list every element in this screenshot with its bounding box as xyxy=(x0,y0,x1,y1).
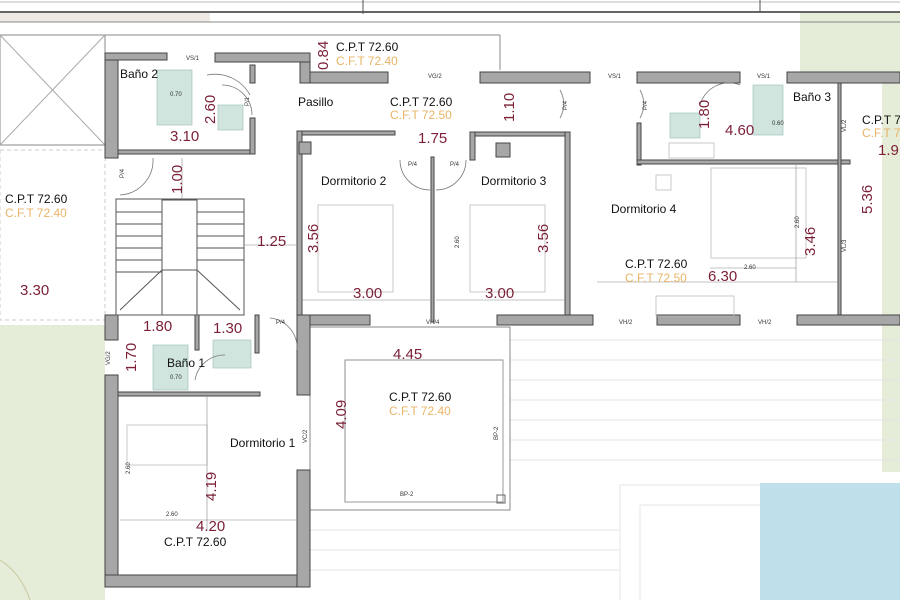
room-label-dormitorio-1: Dormitorio 1 xyxy=(230,436,296,450)
opening-code: P/4 xyxy=(563,100,569,110)
room-label-bano-3: Baño 3 xyxy=(793,90,832,104)
deck-lines xyxy=(310,339,900,600)
dimension: 2.60 xyxy=(202,94,219,124)
furniture xyxy=(126,142,807,466)
room-label-dormitorio-4: Dormitorio 4 xyxy=(611,202,677,216)
room-label-pasillo: Pasillo xyxy=(298,95,334,109)
opening-code: BP-2 xyxy=(400,492,414,498)
level-cpt: C.P.T 72.60 xyxy=(164,535,227,549)
dimension: 4.45 xyxy=(393,346,423,363)
opening-code: P/1 xyxy=(245,96,251,106)
opening-code: VH/2 xyxy=(758,320,772,326)
level-cpt: C.P.T 72.60 xyxy=(5,192,68,206)
level-cft: C.F.T 72.40 xyxy=(336,54,398,68)
level-cpt: C.P.T 72.60 xyxy=(390,95,453,109)
dimension: 3.00 xyxy=(485,285,515,302)
level-cpt: C.P.T 72.60 xyxy=(389,390,452,404)
beige-strip xyxy=(0,13,210,22)
opening-code: VG/2 xyxy=(106,351,112,365)
garden-area-top-right xyxy=(800,12,900,72)
opening-code: VC/2 xyxy=(303,429,309,443)
opening-code: VS/1 xyxy=(186,56,200,62)
garden-strip-right xyxy=(882,72,900,472)
door-swings xyxy=(119,73,741,381)
opening-code: P/4 xyxy=(276,320,286,326)
level-cpt: C.P.T 7 xyxy=(862,113,900,127)
opening-code: P/4 xyxy=(408,162,418,168)
dimension: 3.56 xyxy=(535,223,552,253)
dimension: 1.30 xyxy=(213,320,243,337)
garden-area-left xyxy=(0,325,105,600)
dimension: 1.10 xyxy=(501,92,518,122)
pool xyxy=(760,483,900,600)
level-cpt: C.P.T 72.60 xyxy=(336,40,399,54)
small-dimension: 0.70 xyxy=(170,375,182,381)
level-cft: C.F.T 72.50 xyxy=(625,271,687,285)
room-label-bano-1: Baño 1 xyxy=(167,356,206,370)
opening-code: VH/2 xyxy=(619,320,633,326)
dimension: 1.80 xyxy=(696,99,713,129)
opening-code: VH/4 xyxy=(426,320,440,326)
small-dimension: 2.60 xyxy=(795,216,801,228)
level-cft: C.F.T 72.40 xyxy=(5,206,67,220)
small-dimension: 0.60 xyxy=(772,121,784,127)
dimension: 4.20 xyxy=(196,518,226,535)
dimension: 3.00 xyxy=(353,285,383,302)
small-dimension: 0.70 xyxy=(170,92,182,98)
opening-code: VS/1 xyxy=(757,74,771,80)
dimension: 1.25 xyxy=(257,233,287,250)
dimension: 4.19 xyxy=(203,471,220,501)
dimension: 1.70 xyxy=(123,342,140,372)
opening-code: BP-2 xyxy=(494,426,500,440)
opening-code: VS/1 xyxy=(608,74,622,80)
garden-curve xyxy=(0,559,31,600)
dimension: 3.30 xyxy=(20,282,50,299)
small-dimension: 2.60 xyxy=(455,236,461,248)
level-cft: C.F.T 72.50 xyxy=(390,108,452,122)
opening-code: VG/2 xyxy=(428,74,442,80)
dimension: 4.60 xyxy=(725,122,755,139)
dimension: 1.75 xyxy=(418,130,448,147)
dimension-lines xyxy=(120,158,838,530)
dimension: 3.46 xyxy=(802,226,819,256)
dimension: 1.00 xyxy=(169,164,186,194)
level-cpt: C.P.T 72.60 xyxy=(625,257,688,271)
opening-code: VL/3 xyxy=(842,239,848,252)
opening-code: P/4 xyxy=(120,168,126,178)
dimension: 6.30 xyxy=(708,268,738,285)
walls xyxy=(104,52,900,588)
dimension: 3.10 xyxy=(170,128,200,145)
small-dimension: 2.60 xyxy=(166,512,178,518)
level-cft: C.F.T 7 xyxy=(862,126,900,140)
small-dimension: 2.60 xyxy=(126,462,132,474)
opening-code: VL/2 xyxy=(842,119,848,132)
room-label-dormitorio-3: Dormitorio 3 xyxy=(481,174,547,188)
dimension: 0.84 xyxy=(315,40,332,70)
room-label-dormitorio-2: Dormitorio 2 xyxy=(321,174,387,188)
staircase xyxy=(115,198,245,316)
dimension: 1.9 xyxy=(878,142,899,159)
dimension: 1.80 xyxy=(143,318,173,335)
dimension: 4.09 xyxy=(333,399,350,429)
dimension: 3.56 xyxy=(305,223,322,253)
opening-code: P/4 xyxy=(643,100,649,110)
small-dimension: 2.60 xyxy=(744,265,756,271)
opening-code: P/4 xyxy=(450,162,460,168)
bathroom-fixtures xyxy=(152,69,784,391)
dimension: 5.36 xyxy=(859,184,876,214)
level-cft: C.F.T 72.40 xyxy=(389,404,451,418)
room-label-bano-2: Baño 2 xyxy=(120,67,159,81)
